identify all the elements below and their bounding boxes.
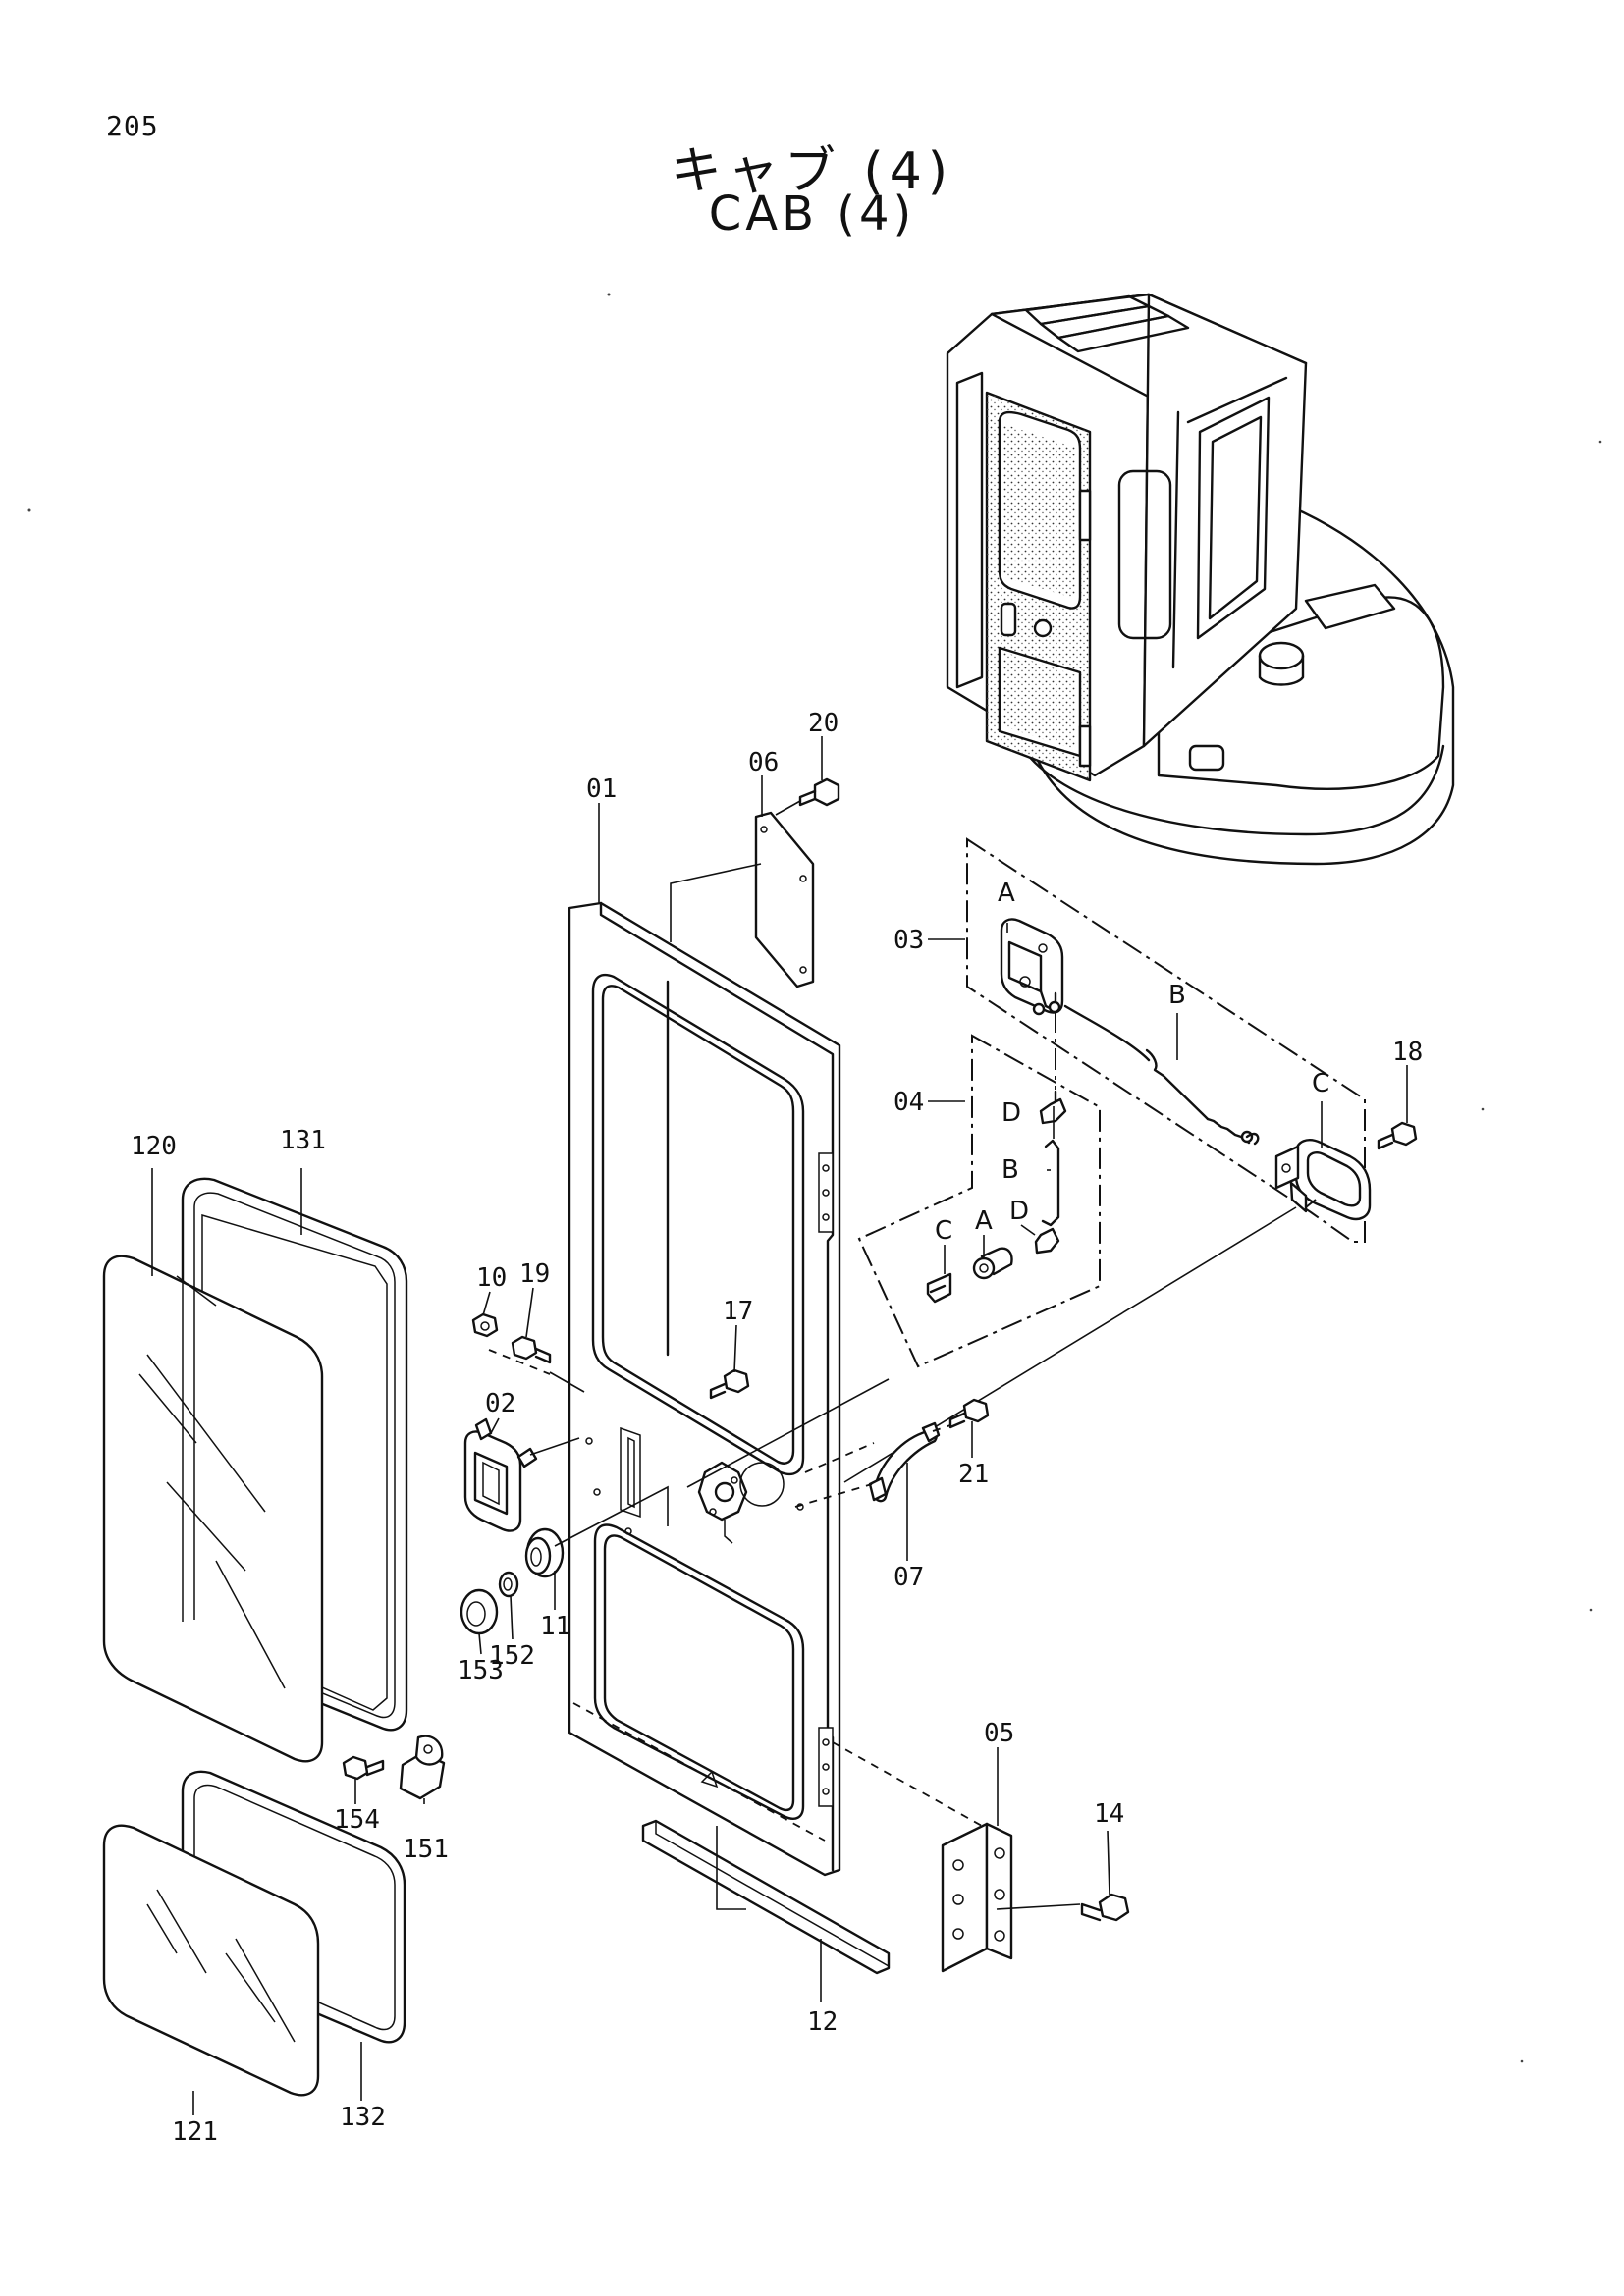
scan-specks [27,293,1602,2063]
callout-06: 06 [748,748,779,777]
callout-B-lower: B [1001,1155,1019,1185]
callout-120: 120 [131,1132,177,1161]
callout-07: 07 [893,1563,924,1592]
grab-handle-07 [794,1421,941,1511]
title-japanese: キャブ (4) [670,142,954,201]
callout-152: 152 [489,1641,535,1671]
callout-153: 153 [458,1656,504,1685]
bolt-18 [1377,1121,1418,1150]
bolt-14 [832,1741,1130,1922]
callout-D-lower: D [1009,1197,1029,1226]
callout-labels: 01 06 20 03 04 18 120 131 10 19 17 02 21… [131,709,1423,2147]
door-frame [568,901,841,1877]
callout-19: 19 [519,1259,550,1289]
title-english: CAB (4) [708,187,916,241]
callout-leaders [151,736,1408,2115]
callout-01: 01 [586,774,617,804]
callout-154: 154 [334,1805,380,1835]
leader-line [686,1378,890,1488]
callout-131: 131 [280,1126,326,1155]
callout-D-upper: D [1001,1098,1021,1128]
callout-18: 18 [1392,1038,1423,1067]
page-number: 205 [106,110,159,142]
callout-B-upper: B [1168,981,1186,1010]
lock-cylinder-parts [342,1485,669,1800]
upper-glass-and-seal [102,1177,408,1763]
callout-132: 132 [340,2103,386,2132]
callout-12: 12 [807,2007,838,2037]
callout-A-upper: A [998,879,1015,908]
bolt-19 [511,1335,552,1364]
callout-02: 02 [485,1389,515,1418]
callout-10: 10 [476,1263,507,1293]
inner-handle-02 [463,1417,580,1532]
callout-C-lower: C [935,1216,952,1246]
callout-A-lower: A [975,1206,993,1236]
hinge-05 [941,1822,1013,1973]
callout-17: 17 [723,1297,753,1326]
callout-C-upper: C [1312,1069,1329,1098]
plate-06 [670,811,815,988]
lower-glass-and-seal [102,1770,406,2097]
callout-14: 14 [1094,1799,1124,1829]
callout-11: 11 [540,1612,570,1641]
weather-strip-12 [641,1819,891,1975]
bolt-20 [775,777,840,816]
callout-20: 20 [808,709,839,738]
callout-121: 121 [172,2117,218,2147]
callout-05: 05 [984,1719,1014,1748]
callout-03: 03 [893,926,924,955]
callout-04: 04 [893,1088,924,1117]
callout-21: 21 [958,1460,989,1489]
lock-assembly-03 [966,837,1372,1243]
nut-10 [471,1312,499,1338]
bolt-21 [932,1398,990,1432]
callout-151: 151 [403,1835,449,1864]
cab-overview-illustration [946,293,1455,866]
lock-parts-04 [857,1034,1101,1368]
